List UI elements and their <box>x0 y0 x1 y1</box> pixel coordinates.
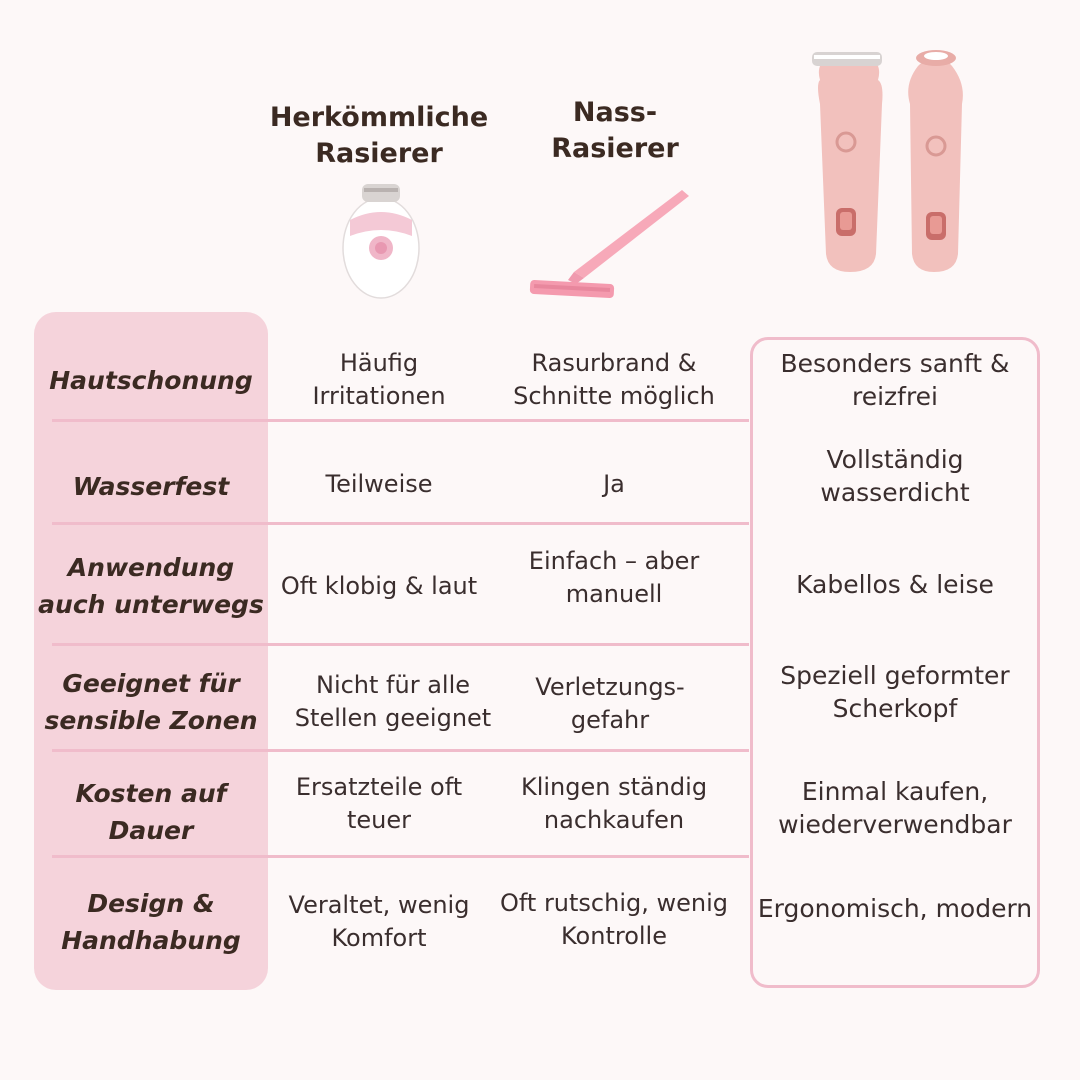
row-label-anwendung: Anwendung auch unterwegs <box>38 553 264 619</box>
row-label-hautschonung: Hautschonung <box>49 365 253 395</box>
cell-wet-design: Oft rutschig, wenig Kontrolle <box>499 889 729 950</box>
row-divider <box>52 749 749 752</box>
cell-wet-hautschonung: Rasurbrand & Schnitte möglich <box>513 349 715 410</box>
cell-product-hautschonung: Besonders sanft & reizfrei <box>780 349 1010 411</box>
cell-product-kosten: Einmal kaufen, wiederverwendbar <box>778 777 1012 839</box>
cell-product-wasserfest: Vollständig wasserdicht <box>820 445 970 507</box>
cell-conventional-kosten: Ersatzteile oft teuer <box>295 773 463 834</box>
row-divider <box>52 643 749 646</box>
cell-product-sensible-zonen: Speziell geformter Scherkopf <box>780 661 1010 723</box>
cell-wet-anwendung: Einfach – aber manuell <box>528 547 700 608</box>
cell-conventional-hautschonung: Häufig Irritationen <box>312 349 446 410</box>
cell-product-design: Ergonomisch, modern <box>757 893 1033 923</box>
row-divider <box>52 855 749 858</box>
column-header-wet-text: Nass-Rasierer <box>551 97 679 164</box>
pink-electric-shaver-image <box>812 50 963 272</box>
cell-conventional-design: Veraltet, wenig Komfort <box>288 891 470 952</box>
cell-wet-sensible-zonen: Verletzungs-gefahr <box>535 673 685 734</box>
row-divider <box>52 419 749 422</box>
row-label-sensible-zonen: Geeignet für sensible Zonen <box>44 669 258 735</box>
column-header-conventional-text: Herkömmliche Rasierer <box>269 102 489 169</box>
cell-wet-kosten: Klingen ständig nachkaufen <box>520 773 708 834</box>
cell-conventional-wasserfest: Teilweise <box>325 469 433 498</box>
cell-conventional-anwendung: Oft klobig & laut <box>280 571 478 600</box>
row-label-design: Design & Handhabung <box>61 889 241 955</box>
product-column-highlight <box>750 337 1040 988</box>
row-label-wasserfest: Wasserfest <box>72 471 230 501</box>
row-label-kosten: Kosten auf Dauer <box>75 779 227 845</box>
column-header-wet: Nass-Rasierer <box>540 95 690 167</box>
epilator-image <box>342 184 420 299</box>
column-header-conventional: Herkömmliche Rasierer <box>266 100 492 172</box>
cell-wet-wasserfest: Ja <box>603 469 625 498</box>
pink-disposable-razor-image <box>529 190 689 298</box>
cell-conventional-sensible-zonen: Nicht für alle Stellen geeignet <box>294 671 492 732</box>
cell-product-anwendung: Kabellos & leise <box>796 569 994 599</box>
row-labels-background <box>34 312 268 990</box>
row-divider <box>52 522 749 525</box>
